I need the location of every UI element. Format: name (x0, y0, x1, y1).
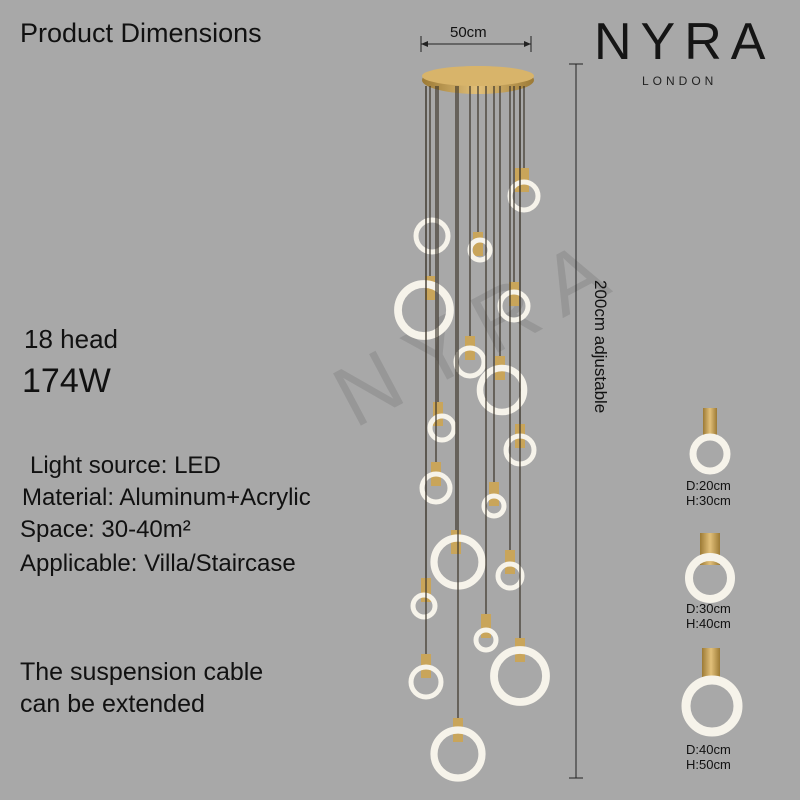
light-ring (473, 627, 499, 653)
ring-holder (433, 402, 443, 426)
light-ring (430, 726, 486, 782)
size-small-diameter: D:20cm (686, 478, 731, 493)
light-ring (394, 280, 454, 340)
light-ring (490, 646, 550, 706)
ring-holder (451, 530, 461, 554)
page-title: Product Dimensions (20, 18, 262, 48)
power-rating: 174W (22, 362, 111, 400)
light-ring (413, 217, 451, 255)
light-ring (408, 664, 444, 700)
light-ring (410, 592, 438, 620)
size-small-height: H:30cm (686, 493, 731, 508)
light-ring (427, 413, 457, 443)
light-ring (419, 471, 453, 505)
ring-holder (481, 614, 491, 638)
size-medium: D:30cm H:40cm (686, 601, 731, 631)
size-medium-height: H:40cm (686, 616, 731, 631)
spec-applicable: Applicable: Villa/Staircase (20, 550, 296, 577)
light-ring (476, 364, 528, 416)
note-line-1: The suspension cable (20, 658, 264, 686)
ring-holder (473, 232, 483, 256)
width-dimension: 50cm (450, 24, 487, 41)
light-ring (495, 561, 525, 591)
light-ring (481, 493, 507, 519)
brand-logo: NYRA (594, 13, 775, 71)
size-small: D:20cm H:30cm (686, 478, 731, 508)
size-large-diameter: D:40cm (686, 742, 731, 757)
spec-material: Material: Aluminum+Acrylic (22, 484, 311, 511)
size-medium-diameter: D:30cm (686, 601, 731, 616)
head-count: 18 head (24, 324, 118, 354)
spec-light-source: Light source: LED (30, 452, 221, 479)
note-line-2: can be extended (20, 690, 205, 718)
spec-space: Space: 30-40m² (20, 516, 191, 543)
size-large-height: H:50cm (686, 757, 731, 772)
size-large: D:40cm H:50cm (686, 742, 731, 772)
brand-subtitle: LONDON (642, 74, 718, 88)
